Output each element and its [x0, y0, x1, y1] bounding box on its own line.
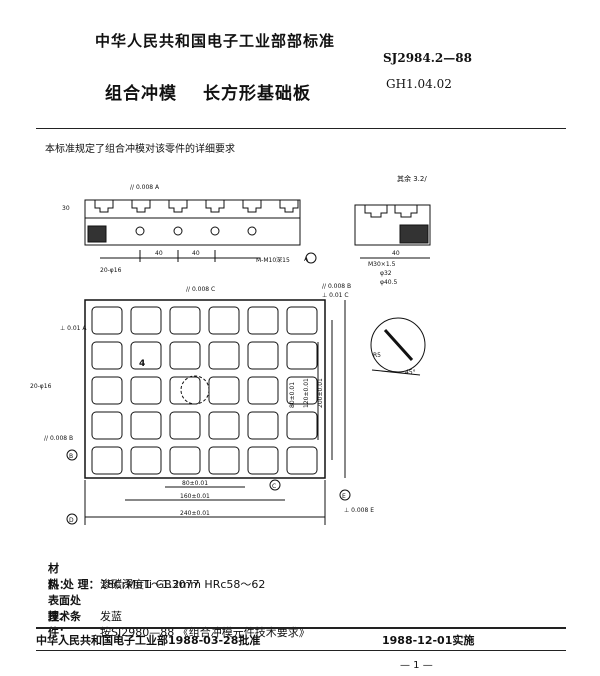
dim-40-b: 40 [192, 250, 200, 257]
technical-drawing: // 0.008 A // 0.008 B ⊥ 0.01 C // 0.008 … [30, 174, 431, 525]
front-view-outline [84, 199, 301, 246]
plan-view-pockets [91, 306, 318, 475]
side-view-outline [354, 204, 431, 246]
detail-label: 4 [139, 359, 145, 369]
dim-v80: 80±0.01 [289, 382, 296, 408]
document-title: 组合冲模 长方形基础板 [105, 79, 311, 104]
intro-text: 本标准规定了组合冲模对该零件的详细要求 [45, 144, 235, 155]
title-main: 组合冲模 [105, 84, 177, 104]
footer-rule [36, 627, 566, 629]
front-view-holes [135, 226, 257, 236]
part-code: GH1.04.02 [386, 77, 452, 91]
dim-m30: M30×1.5 [368, 261, 396, 268]
org-standard-title: 中华人民共和国电子工业部部标准 [95, 32, 336, 50]
surface-mark: 其余 3.2/ [397, 174, 427, 183]
dim-80: 80±0.01 [182, 480, 208, 487]
dim-r5: R5 [373, 352, 381, 359]
title-sub: 长方形基础板 [203, 84, 311, 104]
dim-40-a: 40 [155, 250, 163, 257]
datum-d: D [69, 517, 74, 524]
front-view-tslots [94, 200, 299, 213]
datum-e: E [342, 493, 346, 500]
tol-left-b: // 0.008 B [44, 435, 73, 442]
dim-d405: φ40.5 [380, 279, 398, 286]
tol-right-b: // 0.008 B [322, 283, 351, 290]
dim-240: 240±0.01 [180, 510, 210, 517]
dim-holes-left: 20-φ16 [30, 383, 52, 390]
center-circle [180, 375, 210, 405]
approval-text: 中华人民共和国电子工业部1988-03-28批准 [36, 634, 261, 647]
spec-surface: 表面处理：发蓝 [48, 594, 122, 623]
datum-b: B [69, 453, 73, 460]
tol-top: // 0.008 A [130, 184, 160, 191]
tol-bottom: ⊥ 0.008 E [344, 507, 374, 514]
detail-view-circle [370, 317, 426, 373]
dim-40-c: 40 [392, 250, 400, 257]
dim-m10: M-M10深15 [256, 256, 290, 264]
effective-date: 1988-12-01实施 [382, 634, 475, 647]
dim-160: 160±0.01 [180, 493, 210, 500]
tol-right-c: ⊥ 0.01 C [322, 292, 349, 299]
spec-material: 材 料：18CrMnTi GB3077 [48, 562, 200, 591]
dim-v200: 200±0.01 [317, 378, 324, 408]
dim-30: 30 [62, 205, 70, 212]
page-number: — 1 — [400, 660, 433, 671]
tol-left: ⊥ 0.01 A [60, 325, 87, 332]
datum-a: A [304, 256, 309, 263]
header-rule [36, 128, 566, 129]
datum-c: C [272, 483, 276, 490]
dim-angle: 45° [405, 369, 416, 376]
footer-rule-bottom [36, 650, 566, 651]
dim-d32: φ32 [380, 270, 392, 277]
dim-holes: 20-φ16 [100, 267, 122, 274]
plan-view-outline [84, 299, 326, 479]
standard-number: SJ2984.2—88 [383, 51, 472, 65]
tol-plate-c: // 0.008 C [186, 286, 215, 293]
dim-v120: 120±0.01 [303, 378, 310, 408]
spec-heat-treatment: 热 处 理：渗碳深度1～1.2mm HRc58～62 [48, 578, 266, 591]
spec-technical: 技术条件：按SJ2980—88 《组合冲模元件技术要求》 [48, 610, 310, 639]
